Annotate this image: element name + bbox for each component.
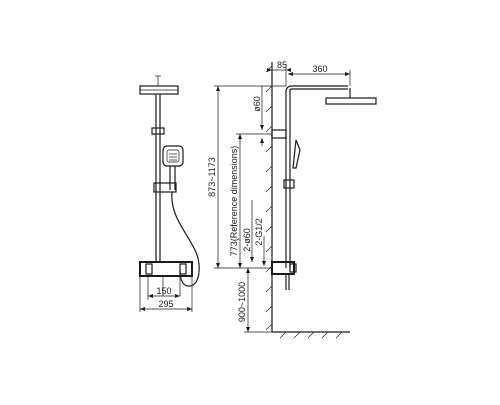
dim-label-150: 150: [156, 286, 171, 296]
dim-label-85: 85: [277, 60, 287, 70]
mixer-knob-right: [179, 263, 187, 275]
side-view: 85 360 873~1173 773(Reference dimensions…: [207, 60, 377, 339]
front-view: 150 295: [139, 75, 200, 312]
dim-label-295: 295: [158, 299, 173, 309]
dim-label-inlet-thread: 2-G1/2: [254, 218, 264, 246]
shower-arm: [285, 85, 348, 93]
mixer-knob-left: [145, 263, 153, 275]
hand-shower-head: [162, 145, 184, 167]
wall-bracket-upper: [271, 129, 287, 139]
hose: [171, 191, 200, 287]
dim-label-valve-spacing: 2-ø60: [242, 228, 252, 252]
dim-label-head-pipe-dia: ø60: [252, 96, 262, 112]
rail-clamp-upper: [151, 127, 165, 135]
wall-hatching: [265, 65, 273, 331]
dim-label-floor-height: 900~1000: [237, 282, 247, 322]
floor-hatching: [279, 331, 343, 339]
rain-shower-head-side: [325, 97, 377, 105]
dim-label-reference-height: 773(Reference dimensions): [229, 146, 239, 257]
dim-label-overall-height: 873~1173: [207, 157, 217, 197]
slide-holder-side: [283, 179, 295, 189]
hand-shower-side: [292, 139, 301, 169]
slide-holder: [153, 182, 177, 193]
mixer-valve-body: [139, 261, 193, 277]
dim-label-360: 360: [312, 64, 327, 74]
